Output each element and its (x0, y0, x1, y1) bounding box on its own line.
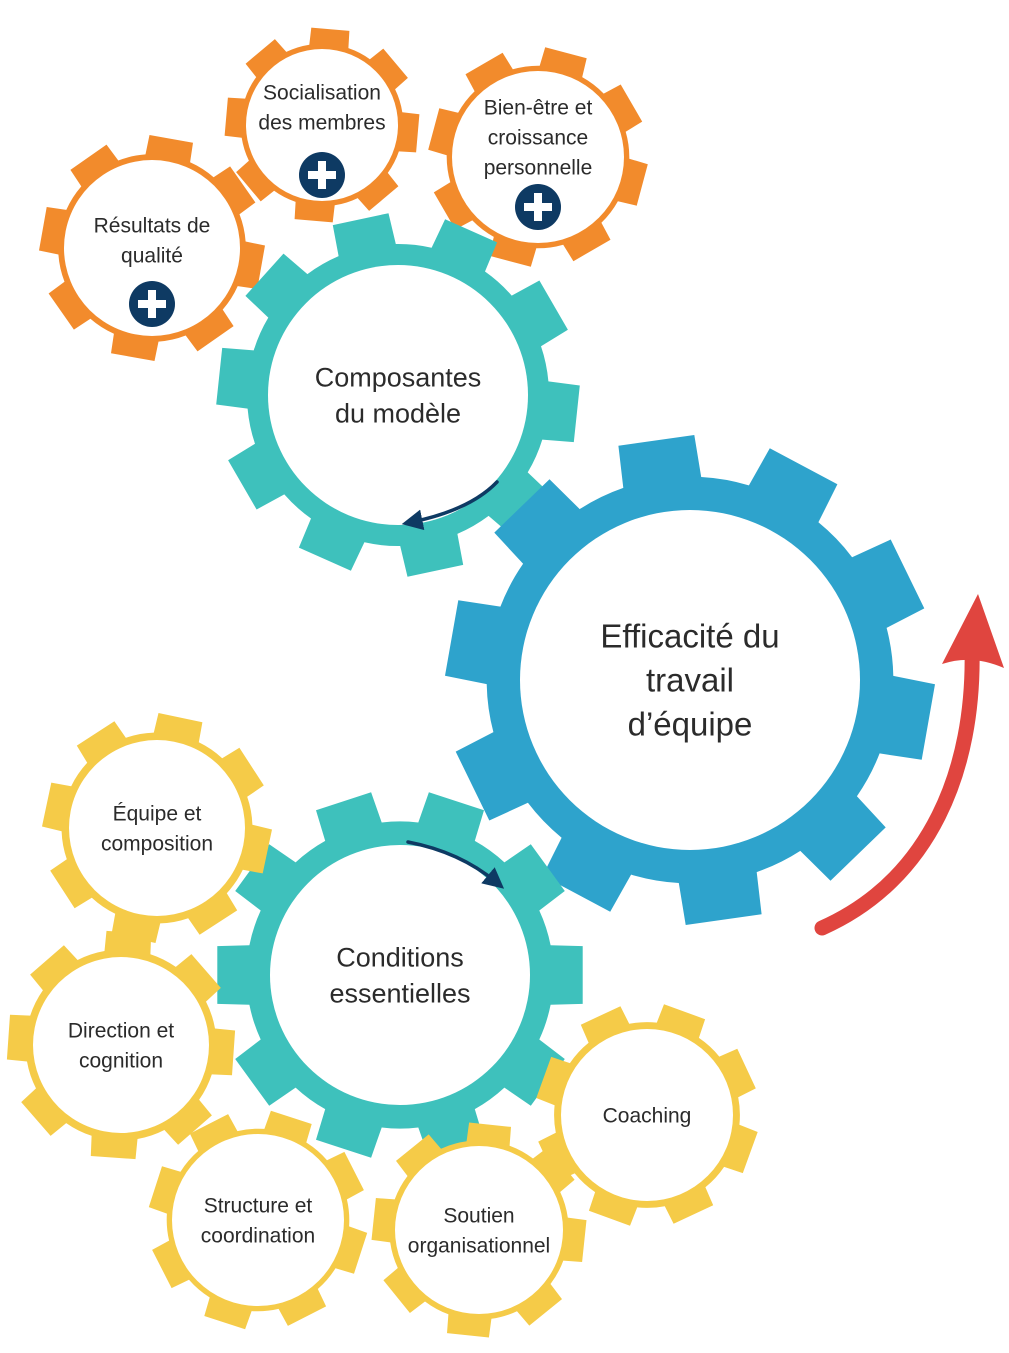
gear-socialisation-des-membres-label-line: des membres (258, 111, 385, 134)
rotation-arrow-composantes (401, 480, 499, 531)
gear-direction-et-cognition: Direction et cognition (6, 930, 236, 1160)
gear-efficacite-du-travail-dequipe-label-line: Efficacité du (600, 618, 779, 655)
gear-bien-etre-et-croissance-personnelle: Bien-être et croissance personnelle (428, 47, 648, 267)
gear-bien-etre-et-croissance-personnelle-label-line: personnelle (484, 156, 593, 179)
gear-composantes-du-modele: Composantes du modèle (216, 213, 580, 577)
gear-composantes-du-modele-label-line: Composantes (315, 362, 482, 392)
gear-conditions-essentielles-label-line: essentielles (329, 978, 470, 1008)
gear-soutien-organisationnel: Soutien organisationnel (371, 1122, 587, 1338)
gear-resultats-de-qualite-label-line: qualité (121, 244, 183, 267)
gear-resultats-de-qualite: Résultats de qualité (39, 135, 265, 361)
gear-socialisation-des-membres-inner-circle (246, 49, 398, 201)
gear-direction-et-cognition-label-line: Direction et (68, 1019, 174, 1042)
gear-bien-etre-et-croissance-personnelle-label-line: Bien-être et (484, 96, 593, 119)
gear-efficacite-du-travail-dequipe-label-line: d’équipe (628, 706, 753, 743)
rotation-arrow-efficacite (814, 594, 1004, 936)
gear-efficacite-du-travail-dequipe-inner-circle (520, 510, 860, 850)
gear-equipe-et-composition-label-line: Équipe et (113, 802, 202, 825)
gear-structure-et-coordination: Structure et coordination (148, 1110, 368, 1330)
gear-resultats-de-qualite-inner-circle (64, 160, 240, 336)
gear-socialisation-des-membres-label-line: Socialisation (263, 81, 381, 104)
gear-composantes-du-modele-inner-circle (268, 265, 528, 525)
rotation-arrow-conditions (406, 840, 505, 889)
gear-efficacite-du-travail-dequipe-label-line: travail (646, 662, 734, 699)
gear-coaching-label-line: Coaching (603, 1104, 692, 1127)
gear-direction-et-cognition-inner-circle (33, 957, 209, 1133)
gear-socialisation-des-membres: Socialisation des membres (224, 27, 420, 223)
gear-resultats-de-qualite-label-line: Résultats de (94, 214, 211, 237)
gear-equipe-et-composition-inner-circle (69, 740, 245, 916)
gear-conditions-essentielles-inner-circle (270, 845, 530, 1105)
gear-structure-et-coordination-inner-circle (172, 1134, 344, 1306)
plus-icon (299, 152, 345, 198)
gear-equipe-et-composition-label-line: composition (101, 832, 213, 855)
gear-soutien-organisationnel-label-line: organisationnel (408, 1234, 550, 1257)
plus-icon (515, 184, 561, 230)
gear-bien-etre-et-croissance-personnelle-label-line: croissance (488, 126, 588, 149)
gear-structure-et-coordination-label-line: Structure et (204, 1194, 313, 1217)
gear-direction-et-cognition-label-line: cognition (79, 1049, 163, 1072)
plus-icon (129, 281, 175, 327)
gear-coaching-inner-circle (561, 1029, 733, 1201)
gear-conditions-essentielles-label-line: Conditions (336, 942, 464, 972)
gear-soutien-organisationnel-inner-circle (395, 1146, 563, 1314)
gear-composantes-du-modele-label-line: du modèle (335, 398, 461, 428)
gear-equipe-et-composition: Équipe et composition (42, 713, 272, 943)
gear-coaching: Coaching (536, 1004, 758, 1226)
gear-structure-et-coordination-label-line: coordination (201, 1224, 315, 1247)
gear-bien-etre-et-croissance-personnelle-inner-circle (452, 71, 624, 243)
gear-efficacite-du-travail-dequipe: Efficacité du travail d’équipe (445, 435, 935, 925)
gear-conditions-essentielles: Conditions essentielles (217, 792, 583, 1158)
gear-soutien-organisationnel-label-line: Soutien (443, 1204, 514, 1227)
